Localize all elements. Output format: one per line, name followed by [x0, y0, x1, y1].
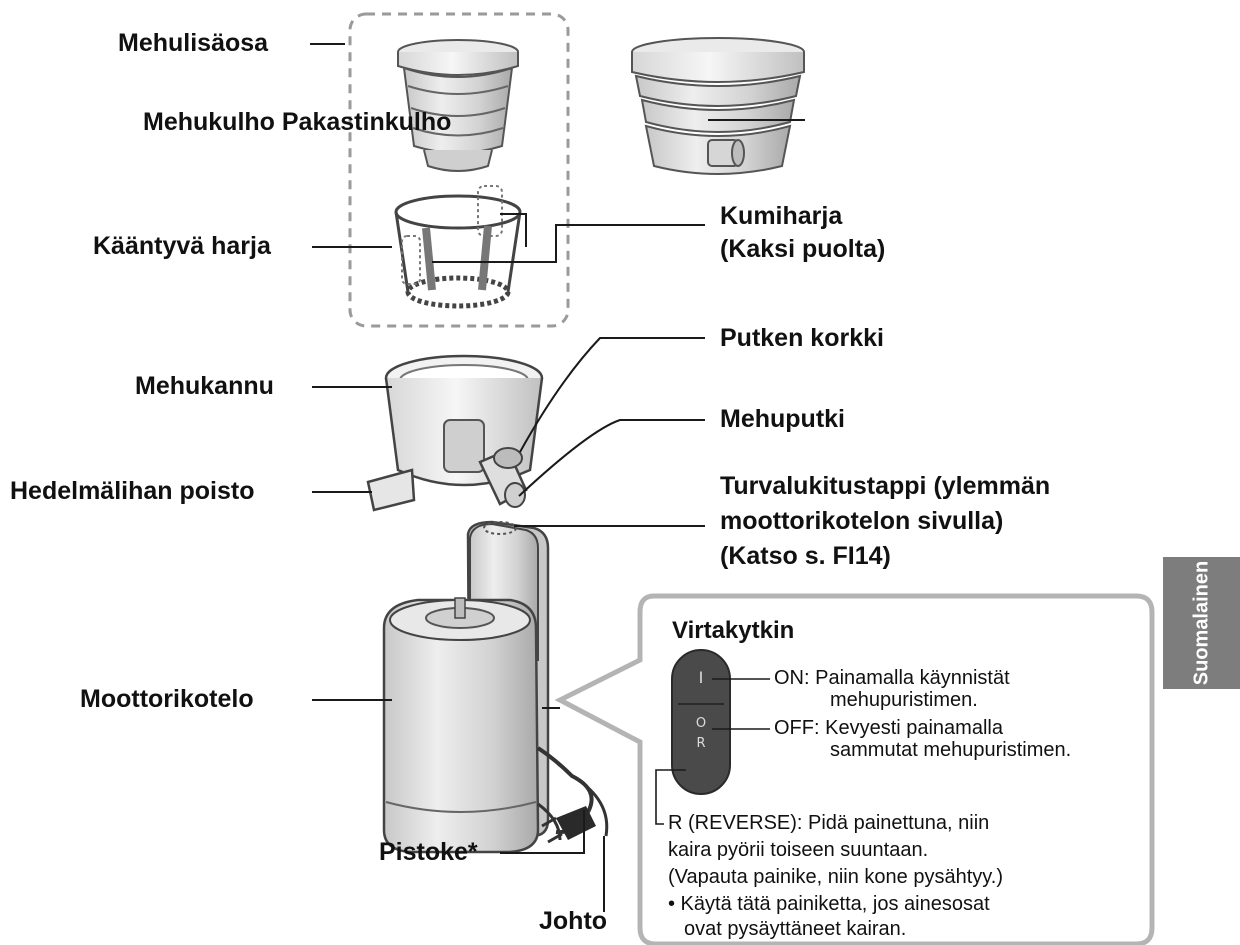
- label-spout-cap: Putken korkki: [720, 324, 884, 352]
- power-switch-illustration: [671, 649, 731, 795]
- reverse-note-2: ovat pysäyttäneet kairan.: [684, 918, 907, 940]
- leader-lines: [310, 43, 805, 912]
- power-switch-title: Virtakytkin: [672, 617, 795, 644]
- language-tab: Suomalainen: [1163, 557, 1240, 689]
- switch-reverse-symbol[interactable]: R: [696, 736, 706, 751]
- switch-on-text-2: mehupuristimen.: [830, 689, 978, 711]
- label-juice-bowls: Mehukulho Pakastinkulho: [143, 108, 452, 136]
- label-cord: Johto: [539, 907, 608, 935]
- switch-off-text: OFF: Kevyesti painamalla: [774, 717, 1003, 739]
- reverse-text-3: (Vapauta painike, niin kone pysähtyy.): [668, 866, 1004, 888]
- switch-off-symbol[interactable]: O: [695, 716, 707, 731]
- label-motor-housing: Moottorikotelo: [80, 685, 254, 713]
- label-plug: Pistoke*: [379, 838, 478, 866]
- label-rubber-brush: Kumiharja: [720, 202, 843, 230]
- label-juice-insert: Mehulisäosa: [118, 29, 269, 57]
- switch-on-symbol[interactable]: I: [698, 668, 704, 687]
- juice-bowl-illustration: [397, 39, 519, 172]
- switch-off-text-2: sammutat mehupuristimen.: [830, 739, 1072, 761]
- reverse-text-2: kaira pyörii toiseen suuntaan.: [668, 839, 929, 861]
- label-pulp-outlet: Hedelmälihan poisto: [10, 477, 255, 505]
- reverse-text: R (REVERSE): Pidä painettuna, niin: [668, 812, 990, 834]
- freezer-bowl-illustration: [631, 37, 805, 175]
- rotating-brush-illustration: [394, 185, 522, 309]
- switch-leader-lines: [655, 678, 770, 825]
- label-safety-pin: Turvalukitustappi (ylemmän: [720, 472, 1051, 500]
- reverse-note: • Käytä tätä painiketta, jos ainesosat: [668, 893, 990, 915]
- label-rotating-brush: Kääntyvä harja: [93, 232, 271, 260]
- label-safety-pin-reference: (Katso s. FI14): [720, 542, 891, 570]
- switch-on-text: ON: Painamalla käynnistät: [774, 667, 1010, 689]
- juice-chamber-illustration: [366, 354, 544, 512]
- label-juice-spout: Mehuputki: [720, 405, 845, 433]
- label-juice-pitcher: Mehukannu: [135, 372, 274, 400]
- motor-base-illustration: [382, 520, 609, 854]
- juice-insert-group-box: [348, 12, 570, 328]
- label-rubber-brush-sides: (Kaksi puolta): [720, 235, 886, 263]
- language-tab-label: Suomalainen: [1190, 560, 1212, 686]
- label-safety-pin-location: moottorikotelon sivulla): [720, 507, 1004, 535]
